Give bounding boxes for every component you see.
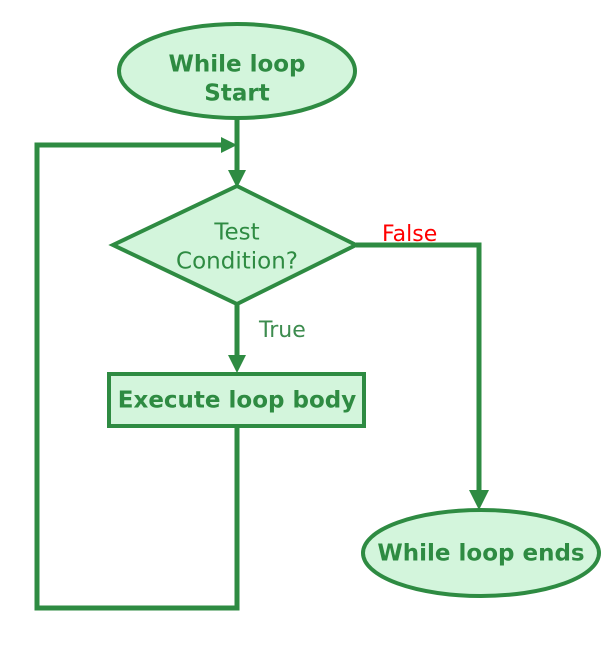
edge-condition-to-end-line bbox=[356, 242, 482, 498]
node-start-ellipse[interactable] bbox=[117, 22, 357, 120]
node-body[interactable]: Execute loop body bbox=[107, 372, 366, 428]
node-condition-label-line1: Test bbox=[213, 220, 259, 246]
edge-condition-to-end-arrowhead bbox=[469, 490, 489, 510]
edge-condition-to-body bbox=[228, 305, 246, 373]
edge-condition-to-end bbox=[356, 242, 489, 510]
node-end-label: While loop ends bbox=[377, 541, 584, 567]
edge-start-to-condition bbox=[228, 116, 246, 188]
node-condition-diamond[interactable] bbox=[108, 183, 361, 307]
node-body-label: Execute loop body bbox=[118, 388, 356, 414]
edge-label-true: True bbox=[258, 318, 306, 343]
node-end[interactable]: While loop ends bbox=[361, 508, 601, 598]
node-end-ellipse[interactable] bbox=[361, 508, 601, 598]
node-start-label-line2: Start bbox=[204, 81, 269, 107]
edge-body-to-condition-arrowhead bbox=[221, 137, 237, 153]
edge-start-to-condition-arrowhead bbox=[228, 170, 246, 188]
node-condition[interactable]: Test Condition? bbox=[108, 183, 361, 307]
edge-label-false: False bbox=[382, 222, 437, 247]
node-start-label-line1: While loop bbox=[168, 52, 305, 78]
node-body-rect[interactable] bbox=[107, 372, 366, 428]
edge-body-to-condition-line bbox=[34, 142, 240, 611]
node-condition-label-line2: Condition? bbox=[176, 249, 298, 275]
edge-condition-to-body-arrowhead bbox=[228, 355, 246, 373]
edge-body-to-condition bbox=[34, 137, 240, 611]
node-start[interactable]: While loop Start bbox=[117, 22, 357, 120]
